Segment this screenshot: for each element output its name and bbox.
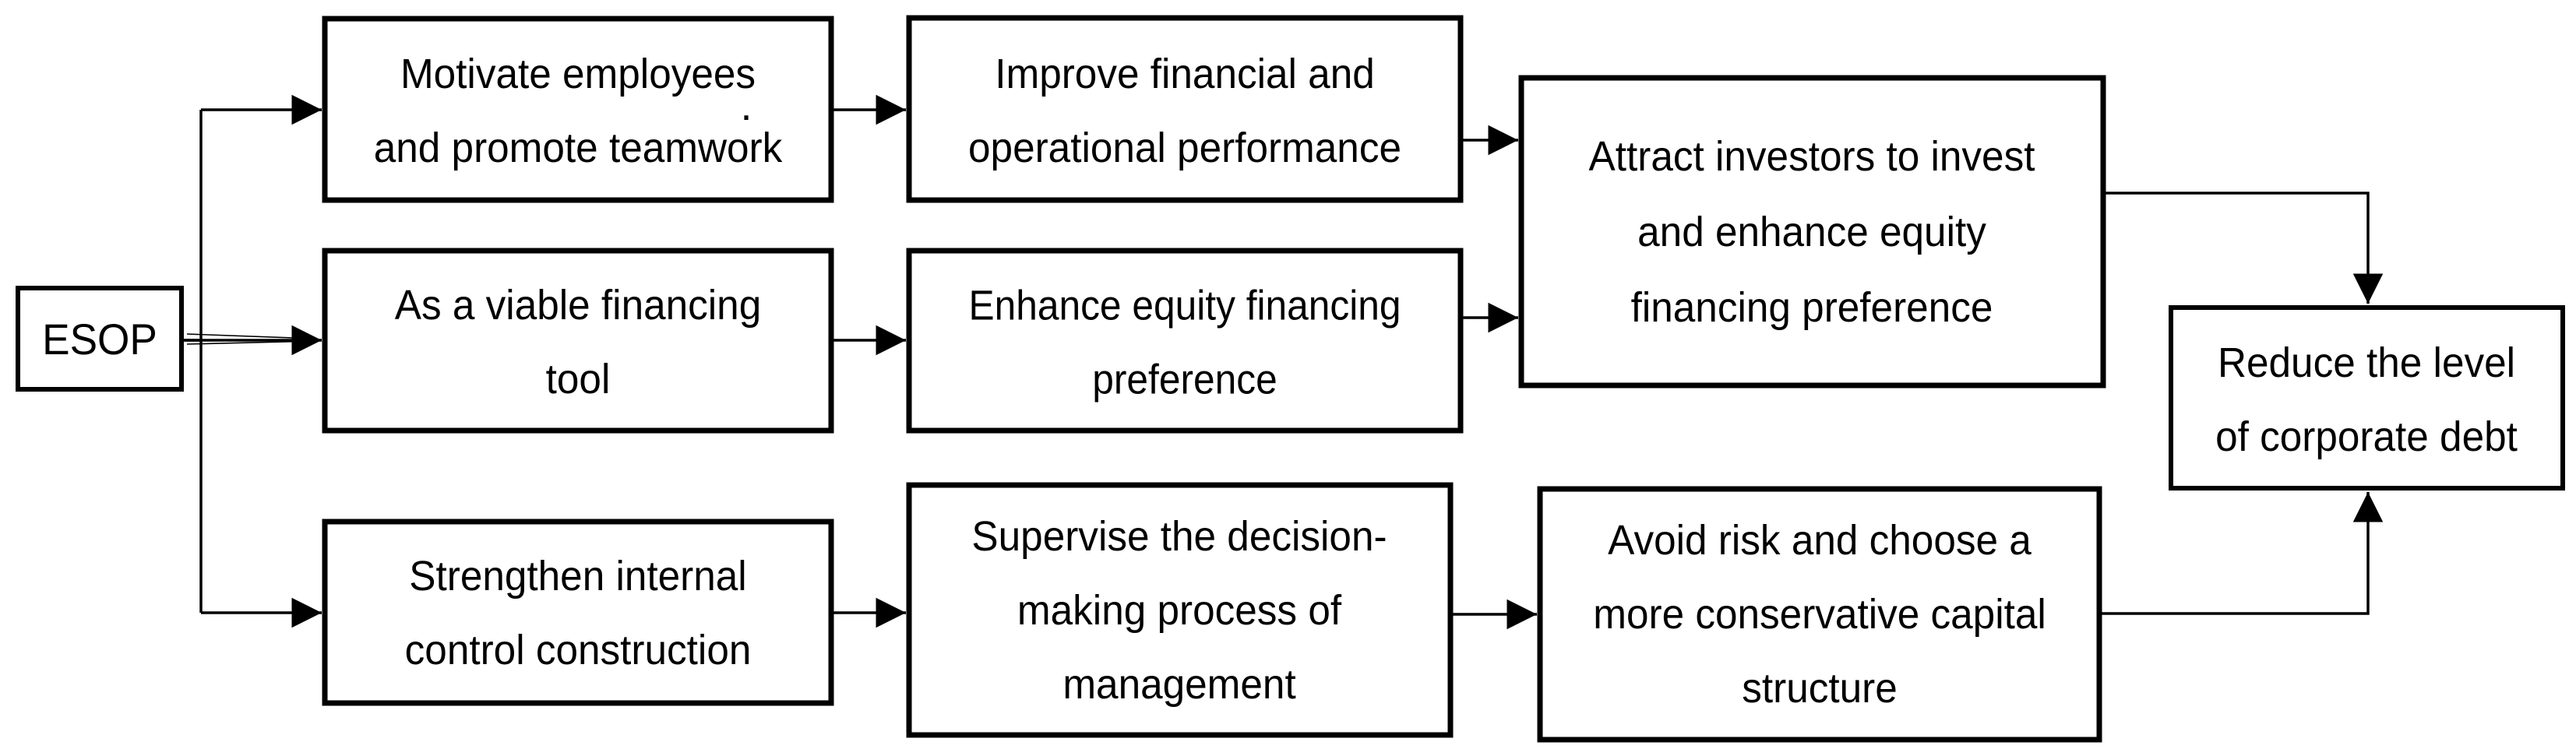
strengthen-box [322, 519, 834, 706]
attract-line3: financing preference [1631, 284, 1993, 331]
node-avoid: Avoid risk and choose a more conservativ… [1537, 486, 2102, 743]
viable-line1: As a viable financing [395, 282, 761, 329]
edge-attract-to-reduce [2103, 192, 2384, 304]
edge-avoid-to-reduce [2099, 492, 2384, 615]
esop-box [16, 286, 184, 392]
reduce-line2: of corporate debt [2215, 413, 2518, 460]
avoid-line3: structure [1742, 665, 1898, 712]
strengthen-line2: control construction [405, 627, 752, 673]
reduce-line1: Reduce the level [2218, 339, 2515, 386]
attract-line2: and enhance equity [1637, 209, 1986, 255]
supervise-box [906, 482, 1454, 738]
node-viable: As a viable financing tool [322, 248, 834, 434]
avoid-box [1537, 486, 2102, 743]
enhance-line1: Enhance equity financing [968, 282, 1401, 329]
node-enhance: Enhance equity financing preference [906, 248, 1464, 434]
motivate-line1: Motivate employees [400, 51, 756, 97]
avoid-line1: Avoid risk and choose a [1608, 517, 2032, 564]
improve-box [906, 15, 1464, 203]
node-esop: ESOP [16, 286, 184, 392]
strengthen-line1: Strengthen internal [409, 553, 746, 600]
node-attract: Attract investors to invest and enhance … [1518, 75, 2106, 389]
enhance-box [906, 248, 1464, 434]
improve-line2: operational performance [968, 125, 1401, 171]
supervise-line3: management [1062, 661, 1296, 708]
node-supervise: Supervise the decision- making process o… [906, 482, 1454, 738]
esop-label: ESOP [42, 315, 157, 364]
node-improve: Improve financial and operational perfor… [906, 15, 1464, 203]
viable-line2: tool [546, 356, 611, 403]
edges-layer [181, 94, 2384, 630]
motivate-line2: and promote teamwork [374, 125, 783, 171]
edge-artifact-line-upper [186, 333, 316, 339]
attract-box [1518, 75, 2106, 389]
supervise-line2: making process of [1017, 587, 1342, 634]
enhance-line2: preference [1092, 356, 1277, 403]
node-reduce: Reduce the level of corporate debt [2169, 305, 2565, 491]
edge-artifact-line-lower [186, 340, 316, 345]
avoid-line2: more conservative capital [1593, 591, 2046, 638]
improve-line1: Improve financial and [995, 51, 1375, 97]
reduce-box [2169, 305, 2565, 491]
nodes-layer: ESOP Motivate employees and promote team… [16, 15, 2565, 743]
motivate-box [322, 16, 834, 203]
viable-box [322, 248, 834, 434]
supervise-line1: Supervise the decision- [971, 513, 1387, 560]
node-motivate: Motivate employees and promote teamwork … [322, 16, 834, 203]
node-strengthen: Strengthen internal control construction [322, 519, 834, 706]
motivate-stray-period: . [740, 83, 752, 129]
attract-line1: Attract investors to invest [1589, 133, 2035, 180]
